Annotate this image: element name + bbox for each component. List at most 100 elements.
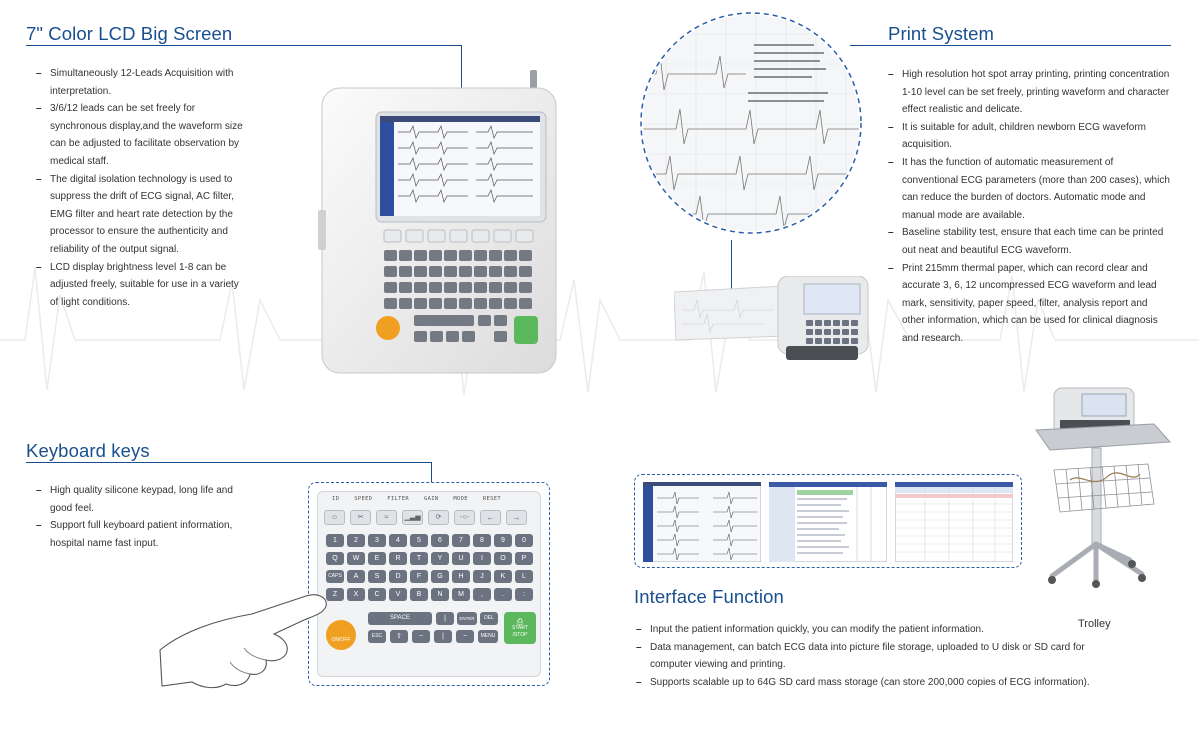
print-leader-line	[850, 45, 868, 46]
keyboard-number-row: 1 2 3 4 5 6 7 8 9 0	[326, 534, 533, 547]
key-5[interactable]: 5	[410, 534, 428, 547]
top-label-filter: FILTER	[387, 496, 409, 502]
key-1[interactable]: 1	[326, 534, 344, 547]
key-m[interactable]: M	[452, 588, 470, 601]
print-bullet-5: Print 215mm thermal paper, which can rec…	[888, 260, 1172, 348]
print-bullet-list: High resolution hot spot array printing,…	[888, 66, 1172, 348]
key-n[interactable]: N	[431, 588, 449, 601]
key-f[interactable]: F	[410, 570, 428, 583]
key-period[interactable]: .	[494, 588, 512, 601]
interface-section-title: Interface Function	[634, 586, 784, 607]
key-p[interactable]: P	[515, 552, 533, 565]
key-t[interactable]: T	[410, 552, 428, 565]
gain-key[interactable]: ▁▃▅	[402, 510, 423, 525]
speed-key[interactable]: ✂	[350, 510, 371, 525]
keyboard-bullet-1: High quality silicone keypad, long life …	[36, 482, 252, 517]
print-section-title: Print System	[888, 23, 995, 44]
stop-label: /STOP	[512, 632, 528, 638]
ecg-device-image	[318, 70, 557, 374]
onoff-button[interactable]: ON/OFF	[326, 620, 356, 650]
keyboard-bullet-list: High quality silicone keypad, long life …	[36, 482, 252, 552]
space-key[interactable]: SPACE	[368, 612, 432, 625]
top-label-id: ID	[332, 496, 340, 502]
top-label-gain: GAIN	[423, 496, 439, 502]
left-arrow-key[interactable]: ←	[480, 510, 501, 525]
key-q[interactable]: Q	[326, 552, 344, 565]
key-e[interactable]: E	[368, 552, 386, 565]
lcd-bullet-4: LCD display brightness level 1-8 can be …	[36, 259, 248, 312]
key-k[interactable]: K	[494, 570, 512, 583]
interface-screens-frame	[634, 474, 1022, 568]
key-c[interactable]: C	[368, 588, 386, 601]
lcd-leader-line	[461, 45, 462, 120]
mode-key[interactable]: ⟳	[428, 510, 449, 525]
onoff-label: ON/OFF	[331, 637, 351, 643]
printer-icon: ⎙	[516, 617, 524, 626]
keyboard-zxcv-row: Z X C V B N M , . :	[326, 588, 533, 601]
key-s[interactable]: S	[368, 570, 386, 583]
key-b[interactable]: B	[410, 588, 428, 601]
printer-with-paper-image	[674, 276, 869, 360]
bar-key[interactable]: |	[434, 630, 452, 643]
key-w[interactable]: W	[347, 552, 365, 565]
print-bullet-4: Baseline stability test, ensure that eac…	[888, 224, 1172, 259]
key-colon[interactable]: :	[515, 588, 533, 601]
key-3[interactable]: 3	[368, 534, 386, 547]
keyboard-closeup-frame: ID SPEED FILTER GAIN MODE RESET ☺ ✂ ≈ ▁▃…	[308, 482, 550, 686]
key-u[interactable]: U	[452, 552, 470, 565]
start-stop-button[interactable]: ⎙ START /STOP	[504, 612, 536, 644]
keyboard-qwerty-row: Q W E R T Y U I O P	[326, 552, 533, 565]
key-caps[interactable]: CAPS	[326, 570, 344, 583]
key-j[interactable]: J	[473, 570, 491, 583]
key-4[interactable]: 4	[389, 534, 407, 547]
enter-key[interactable]: ENTER	[457, 612, 477, 625]
key-8[interactable]: 8	[473, 534, 491, 547]
lcd-bullet-3: The digital isolation technology is used…	[36, 171, 248, 259]
dash-key[interactable]: −	[456, 630, 474, 643]
menu-key[interactable]: MENU	[478, 630, 498, 643]
key-comma[interactable]: ,	[473, 588, 491, 601]
del-key[interactable]: DEL	[480, 612, 498, 625]
print-bullet-1: High resolution hot spot array printing,…	[888, 66, 1172, 119]
print-bullet-2: It is suitable for adult, children newbo…	[888, 119, 1172, 154]
lcd-bullet-2: 3/6/12 leads can be set freely for synch…	[36, 100, 248, 170]
key-a[interactable]: A	[347, 570, 365, 583]
key-z[interactable]: Z	[326, 588, 344, 601]
print-bullet-3: It has the function of automatic measure…	[888, 154, 1172, 224]
printout-magnifier-image	[640, 12, 862, 234]
top-label-mode: MODE	[453, 496, 468, 502]
filter-key[interactable]: ≈	[376, 510, 397, 525]
key-x[interactable]: X	[347, 588, 365, 601]
key-y[interactable]: Y	[431, 552, 449, 565]
hand-pointing-image	[159, 594, 327, 689]
keyboard-section-title: Keyboard keys	[26, 440, 150, 461]
trolley-image	[1035, 387, 1172, 588]
key-g[interactable]: G	[431, 570, 449, 583]
shift-key[interactable]: ⇧	[390, 630, 408, 643]
slash-key[interactable]: |	[436, 612, 454, 625]
key-i[interactable]: I	[473, 552, 491, 565]
lcd-bullet-1: Simultaneously 12-Leads Acquisition with…	[36, 65, 248, 100]
keyboard-leader-line	[431, 462, 432, 482]
lcd-section-title: 7" Color LCD Big Screen	[26, 23, 233, 44]
print-title-rule	[868, 45, 1171, 46]
id-key[interactable]: ☺	[324, 510, 345, 525]
key-r[interactable]: R	[389, 552, 407, 565]
key-6[interactable]: 6	[431, 534, 449, 547]
magnifier-leader	[731, 240, 732, 290]
key-h[interactable]: H	[452, 570, 470, 583]
key-2[interactable]: 2	[347, 534, 365, 547]
reset-key[interactable]: -○-	[454, 510, 475, 525]
key-7[interactable]: 7	[452, 534, 470, 547]
keyboard-asdf-row: CAPS A S D F G H J K L	[326, 570, 533, 583]
interface-bullet-2: Data management, can batch ECG data into…	[636, 639, 1096, 674]
key-0[interactable]: 0	[515, 534, 533, 547]
right-arrow-key[interactable]: →	[506, 510, 527, 525]
key-d[interactable]: D	[389, 570, 407, 583]
key-9[interactable]: 9	[494, 534, 512, 547]
minus-key[interactable]: −	[412, 630, 430, 643]
esc-key[interactable]: ESC	[368, 630, 386, 643]
key-v[interactable]: V	[389, 588, 407, 601]
key-l[interactable]: L	[515, 570, 533, 583]
key-o[interactable]: O	[494, 552, 512, 565]
